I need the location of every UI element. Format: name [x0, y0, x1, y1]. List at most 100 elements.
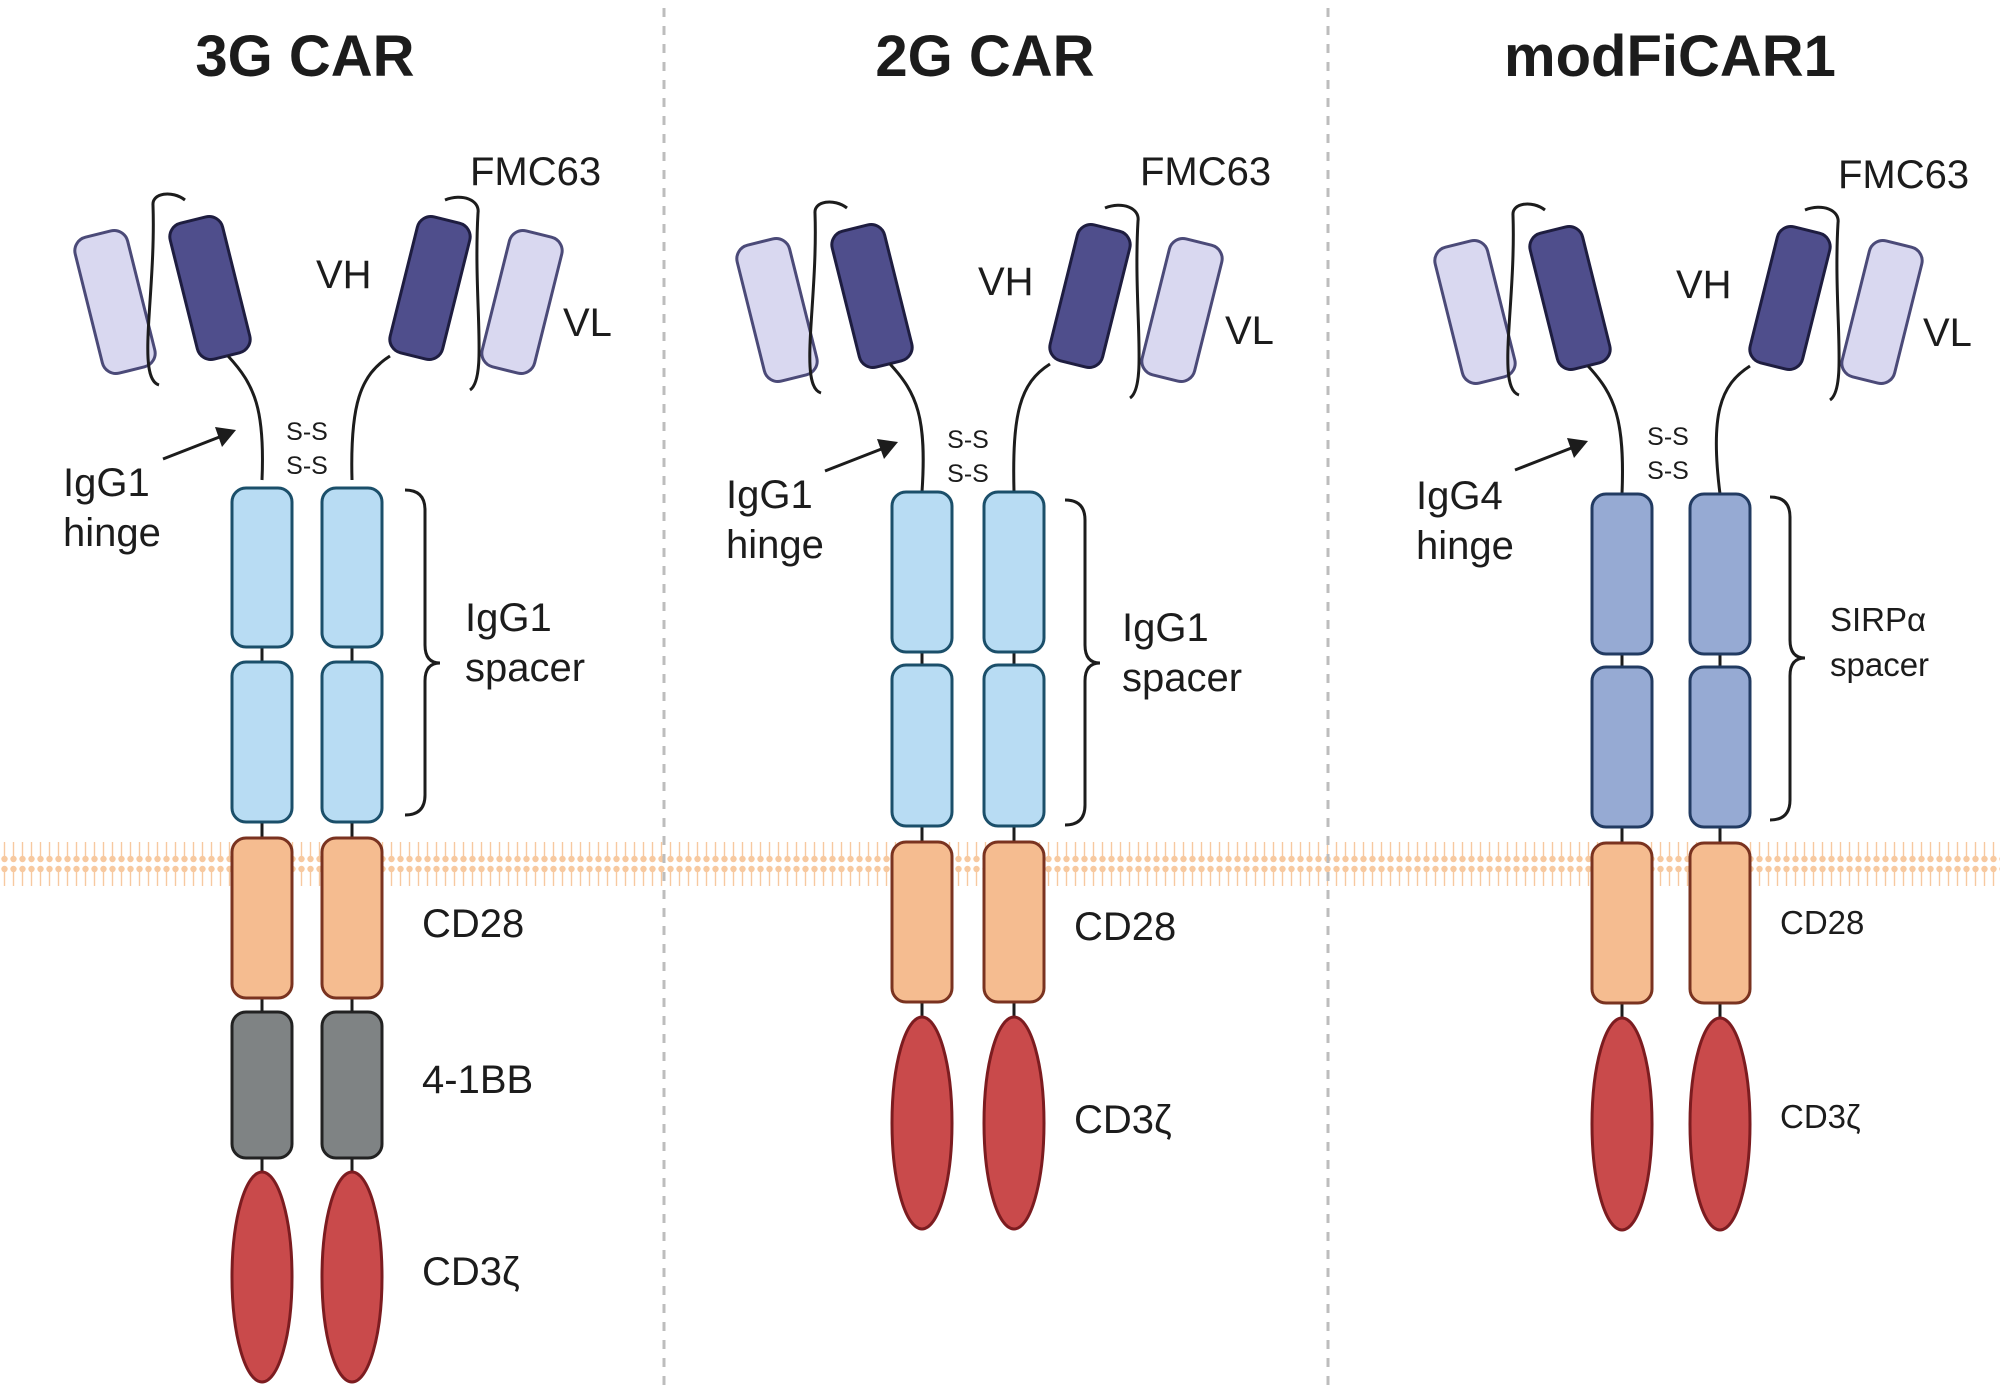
4-1bb-domain	[230, 1010, 294, 1160]
disulfide-bond: S-S	[1647, 457, 1689, 485]
vh-label: VH	[1676, 263, 1732, 307]
disulfide-bond: S-S	[1647, 423, 1689, 451]
hinge-strand	[1012, 362, 1051, 493]
spacer-domain	[320, 660, 384, 824]
vl-label: VL	[563, 301, 612, 345]
spacer-label: spacer	[465, 646, 585, 690]
spacer-label: SIRPα	[1830, 601, 1926, 638]
hinge-arrowhead	[215, 427, 236, 447]
vl-domain	[1840, 239, 1924, 385]
4-1bb-domain	[320, 1010, 384, 1160]
hinge-label: IgG4	[1416, 474, 1503, 518]
chain-connectors	[1620, 654, 1722, 1017]
scfv-linker	[1804, 205, 1841, 402]
hinge-strand	[226, 354, 264, 481]
spacer-label: IgG1	[465, 596, 552, 640]
scfv-linker	[1104, 203, 1141, 400]
hinge-strand	[888, 362, 925, 493]
cd28-label: CD28	[422, 902, 524, 946]
hinge-arrow	[162, 434, 223, 461]
spacer-domain	[230, 486, 294, 649]
hinge-label: hinge	[726, 523, 824, 567]
spacer-brace	[1769, 495, 1806, 822]
scfv-linker	[808, 200, 848, 395]
vl-label: VL	[1923, 311, 1972, 355]
cd3z-label: CD3ζ	[1074, 1098, 1172, 1142]
spacer-domain	[230, 660, 294, 824]
spacer-label: spacer	[1830, 646, 1929, 683]
scfv-label: FMC63	[1140, 150, 1271, 194]
hinge-strand	[1714, 364, 1751, 495]
hinge-strand	[1586, 364, 1624, 495]
spacer-domain	[1590, 492, 1654, 656]
vl-domain	[1140, 237, 1224, 383]
cd28-domain	[230, 836, 294, 1000]
panel-title: modFiCAR1	[1504, 24, 1836, 89]
panel-modficar1: modFiCAR1 FMC63 VH VL S-S S-S IgG4 hinge	[1416, 24, 1972, 1232]
cd3z-domain	[320, 1170, 384, 1384]
cd3z-label: CD3ζ	[422, 1250, 520, 1294]
hinge-label: IgG1	[63, 461, 150, 505]
hinge-label: hinge	[63, 511, 161, 555]
cd3z-domain	[890, 1015, 954, 1231]
vl-domain	[480, 229, 564, 375]
vl-domain	[1433, 239, 1517, 385]
spacer-brace	[1064, 498, 1101, 827]
hinge-arrow	[824, 446, 885, 473]
disulfide-bond: S-S	[947, 460, 989, 488]
cd3z-domain	[230, 1170, 294, 1384]
spacer-domain	[320, 486, 384, 649]
cd3z-domain	[1590, 1016, 1654, 1232]
vl-domain	[735, 237, 819, 383]
spacer-brace	[404, 488, 441, 817]
spacer-label: IgG1	[1122, 606, 1209, 650]
spacer-domain	[1688, 665, 1752, 829]
vh-label: VH	[978, 260, 1034, 304]
hinge-label: IgG1	[726, 473, 813, 517]
panel-2g-car: 2G CAR FMC63 VH VL S-S S-S IgG1 hinge	[726, 24, 1274, 1231]
hinge-arrowhead	[877, 439, 898, 459]
vh-domain	[388, 215, 472, 361]
cd28-domain	[1688, 841, 1752, 1005]
disulfide-bond: S-S	[947, 426, 989, 454]
spacer-domain	[890, 490, 954, 654]
spacer-domain	[982, 490, 1046, 654]
cd28-domain	[320, 836, 384, 1000]
vh-domain	[1748, 225, 1832, 371]
vh-label: VH	[316, 253, 372, 297]
hinge-arrowhead	[1567, 438, 1588, 458]
scfv-linker	[444, 195, 481, 392]
cd3z-domain	[982, 1015, 1046, 1231]
cd3z-domain	[1688, 1016, 1752, 1232]
cd28-label: CD28	[1780, 904, 1864, 941]
cd3z-label: CD3ζ	[1780, 1098, 1861, 1135]
spacer-domain	[1590, 665, 1654, 829]
vl-domain	[73, 229, 157, 375]
cd28-label: CD28	[1074, 905, 1176, 949]
hinge-arrow	[1514, 445, 1575, 472]
scfv-linker	[146, 192, 186, 387]
spacer-domain	[1688, 492, 1752, 656]
vl-label: VL	[1225, 309, 1274, 353]
spacer-domain	[890, 663, 954, 828]
vh-domain	[830, 223, 914, 369]
chain-connectors	[920, 652, 1016, 1016]
hinge-label: hinge	[1416, 524, 1514, 568]
cd28-domain	[982, 840, 1046, 1004]
spacer-label: spacer	[1122, 656, 1242, 700]
panel-title: 3G CAR	[195, 24, 414, 89]
spacer-domain	[982, 663, 1046, 828]
vh-domain	[1528, 225, 1612, 371]
vh-domain	[1048, 223, 1132, 369]
vh-domain	[168, 215, 252, 361]
panel-title: 2G CAR	[875, 24, 1094, 89]
cd28-domain	[1590, 841, 1654, 1005]
cd28-domain	[890, 840, 954, 1004]
4-1bb-label: 4-1BB	[422, 1058, 533, 1102]
panel-3g-car: 3G CAR FMC63 VH VL S-S S-S IgG1 hinge	[63, 24, 612, 1384]
disulfide-bond: S-S	[286, 418, 328, 446]
scfv-linker	[1506, 202, 1546, 397]
scfv-label: FMC63	[1838, 153, 1969, 197]
hinge-strand	[350, 354, 391, 481]
